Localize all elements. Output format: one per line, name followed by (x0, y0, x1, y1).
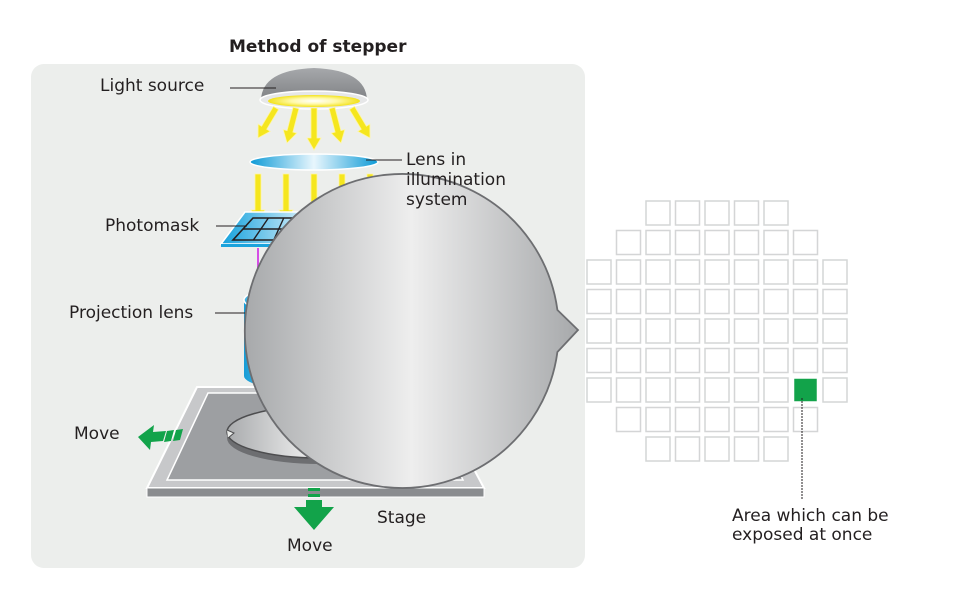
die (733, 288, 760, 315)
die (822, 347, 848, 374)
label-stage: Stage (377, 508, 427, 528)
die (792, 288, 819, 315)
diagram-title: Method of stepper (229, 37, 407, 57)
lamp-glow (268, 95, 360, 107)
wafer-detail (244, 173, 848, 499)
die (763, 259, 789, 285)
die (586, 377, 612, 403)
die (704, 288, 730, 315)
die (674, 200, 701, 226)
die (704, 229, 730, 256)
label-move-left: Move (74, 424, 120, 444)
move-down-arrow-icon[interactable] (294, 488, 334, 530)
die (674, 406, 701, 433)
die (763, 200, 789, 226)
label-move-down: Move (287, 536, 333, 556)
leader-lines (215, 87, 402, 314)
die (674, 318, 701, 344)
light-ray-arrow (257, 105, 280, 139)
die (615, 406, 642, 433)
die (645, 377, 671, 403)
die (733, 229, 760, 256)
die (733, 347, 760, 374)
die (586, 259, 612, 285)
die (733, 318, 760, 344)
label-lens-line1: Lens in (406, 150, 467, 170)
die (615, 259, 642, 285)
die (645, 259, 671, 285)
die (674, 288, 701, 315)
die-grid (586, 200, 848, 462)
label-photomask: Photomask (105, 216, 200, 236)
exposed-die (792, 377, 819, 403)
die (792, 259, 819, 285)
label-lens-line3: system (406, 190, 468, 210)
die (645, 229, 671, 256)
die (704, 377, 730, 403)
die (704, 318, 730, 344)
die (615, 347, 642, 374)
die (674, 259, 701, 285)
die (704, 259, 730, 285)
die (645, 436, 671, 462)
die (733, 436, 760, 462)
die (586, 318, 612, 344)
illumination-lens (249, 153, 379, 171)
die (792, 318, 819, 344)
die (615, 229, 642, 256)
die (822, 259, 848, 285)
die (704, 406, 730, 433)
die (822, 288, 848, 315)
die (733, 406, 760, 433)
die (763, 377, 789, 403)
label-lens-line2: illumination (406, 170, 506, 190)
die (586, 347, 612, 374)
die (674, 347, 701, 374)
label-area-line2: exposed at once (732, 525, 873, 545)
die (615, 288, 642, 315)
die (792, 406, 819, 433)
die (763, 229, 789, 256)
die (674, 436, 701, 462)
light-ray-arrow (282, 106, 300, 144)
die (704, 347, 730, 374)
die (645, 318, 671, 344)
die (733, 200, 760, 226)
label-area-line1: Area which can be (732, 506, 889, 526)
die (733, 259, 760, 285)
light-ray-arrow (328, 106, 346, 144)
mask-grid-line (252, 217, 269, 241)
light-rays (257, 105, 371, 151)
die (645, 347, 671, 374)
light-ray-arrow (348, 105, 371, 139)
die (645, 200, 671, 226)
die (704, 436, 730, 462)
die (645, 406, 671, 433)
die (822, 377, 848, 403)
move-left-arrow-icon[interactable] (138, 425, 183, 450)
die (763, 406, 789, 433)
die (763, 436, 789, 462)
label-projection-lens: Projection lens (69, 303, 194, 323)
die (763, 288, 789, 315)
die (792, 347, 819, 374)
die (645, 288, 671, 315)
die (763, 347, 789, 374)
die (615, 318, 642, 344)
die (792, 229, 819, 256)
light-source (259, 68, 369, 110)
die (704, 200, 730, 226)
die (763, 318, 789, 344)
die (733, 377, 760, 403)
die (674, 229, 701, 256)
die (822, 318, 848, 344)
die (674, 377, 701, 403)
light-ray-arrow (306, 107, 322, 151)
die (586, 288, 612, 315)
die (615, 377, 642, 403)
label-light-source: Light source (100, 76, 205, 96)
